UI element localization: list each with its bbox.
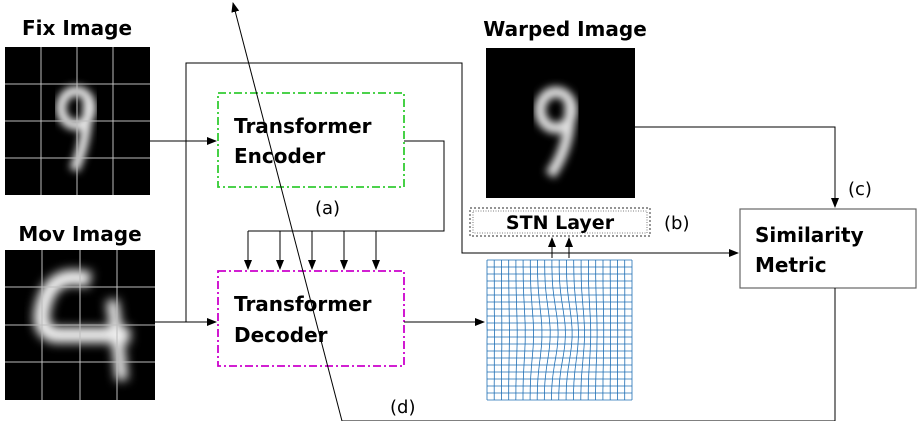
grid-line-vertical <box>587 260 592 400</box>
encoder-output-line <box>248 140 445 232</box>
grid-line-vertical <box>573 260 579 401</box>
feedback-arrow-up <box>231 2 343 421</box>
tag-c: (c) <box>848 179 872 200</box>
tag-a: (a) <box>315 198 340 219</box>
transformer-encoder-block: Transformer Encoder <box>217 92 405 188</box>
grid-line-vertical <box>565 260 573 400</box>
arrow-mov-to-similarity <box>185 62 739 322</box>
decoder-label-line1: Transformer <box>234 292 372 316</box>
similarity-label-line1: Similarity <box>755 223 864 247</box>
grid-line-vertical <box>595 260 598 400</box>
encoder-label-line1: Transformer <box>234 114 372 138</box>
mov-image-title: Mov Image <box>18 222 141 246</box>
connectors <box>150 2 839 421</box>
deformation-field-grid <box>486 259 633 401</box>
warped-image-title: Warped Image <box>483 17 647 41</box>
tag-d: (d) <box>390 397 415 418</box>
grid-line-vertical <box>602 260 605 400</box>
stn-layer-block: STN Layer <box>469 207 651 237</box>
stn-label: STN Layer <box>506 212 615 234</box>
tag-b: (b) <box>664 213 689 234</box>
arrow-warped-to-similarity <box>635 126 839 208</box>
warped-image <box>486 48 635 198</box>
grid-line-vertical <box>580 260 585 400</box>
similarity-metric-block: Similarity Metric <box>739 208 917 289</box>
similarity-label-line2: Metric <box>755 253 827 277</box>
fix-image <box>5 47 150 195</box>
transformer-decoder-block: Transformer Decoder <box>217 270 405 367</box>
encoder-label-line2: Encoder <box>234 144 325 168</box>
fix-image-title: Fix Image <box>22 16 132 40</box>
mov-image <box>5 250 155 400</box>
decoder-label-line2: Decoder <box>234 323 328 347</box>
feedback-loop-d <box>342 288 836 421</box>
